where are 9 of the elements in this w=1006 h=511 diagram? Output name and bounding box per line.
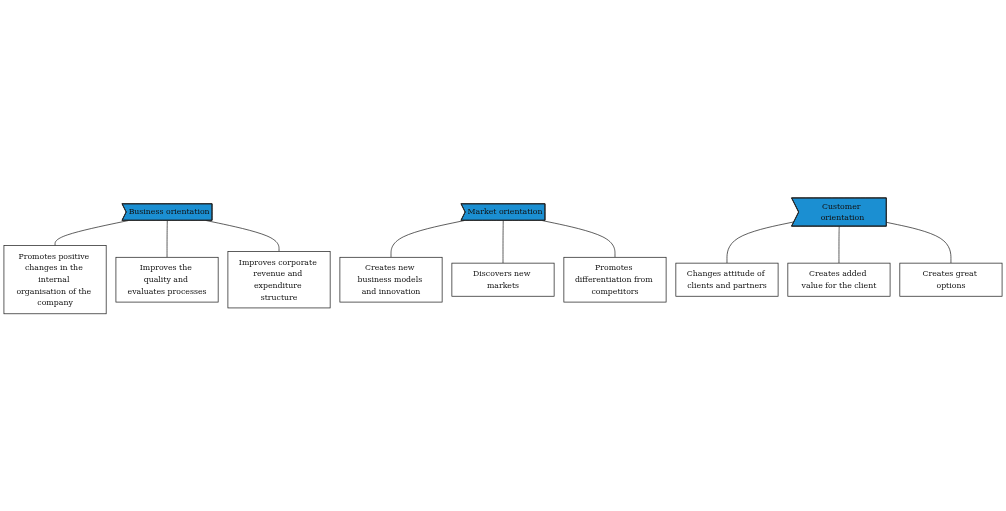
connector (390, 219, 465, 258)
connector (726, 221, 795, 264)
connector (502, 219, 504, 264)
connector (886, 221, 952, 264)
connector (54, 219, 129, 246)
connector (838, 225, 840, 264)
connector (541, 219, 616, 258)
connector (205, 219, 280, 252)
connector (166, 219, 168, 258)
